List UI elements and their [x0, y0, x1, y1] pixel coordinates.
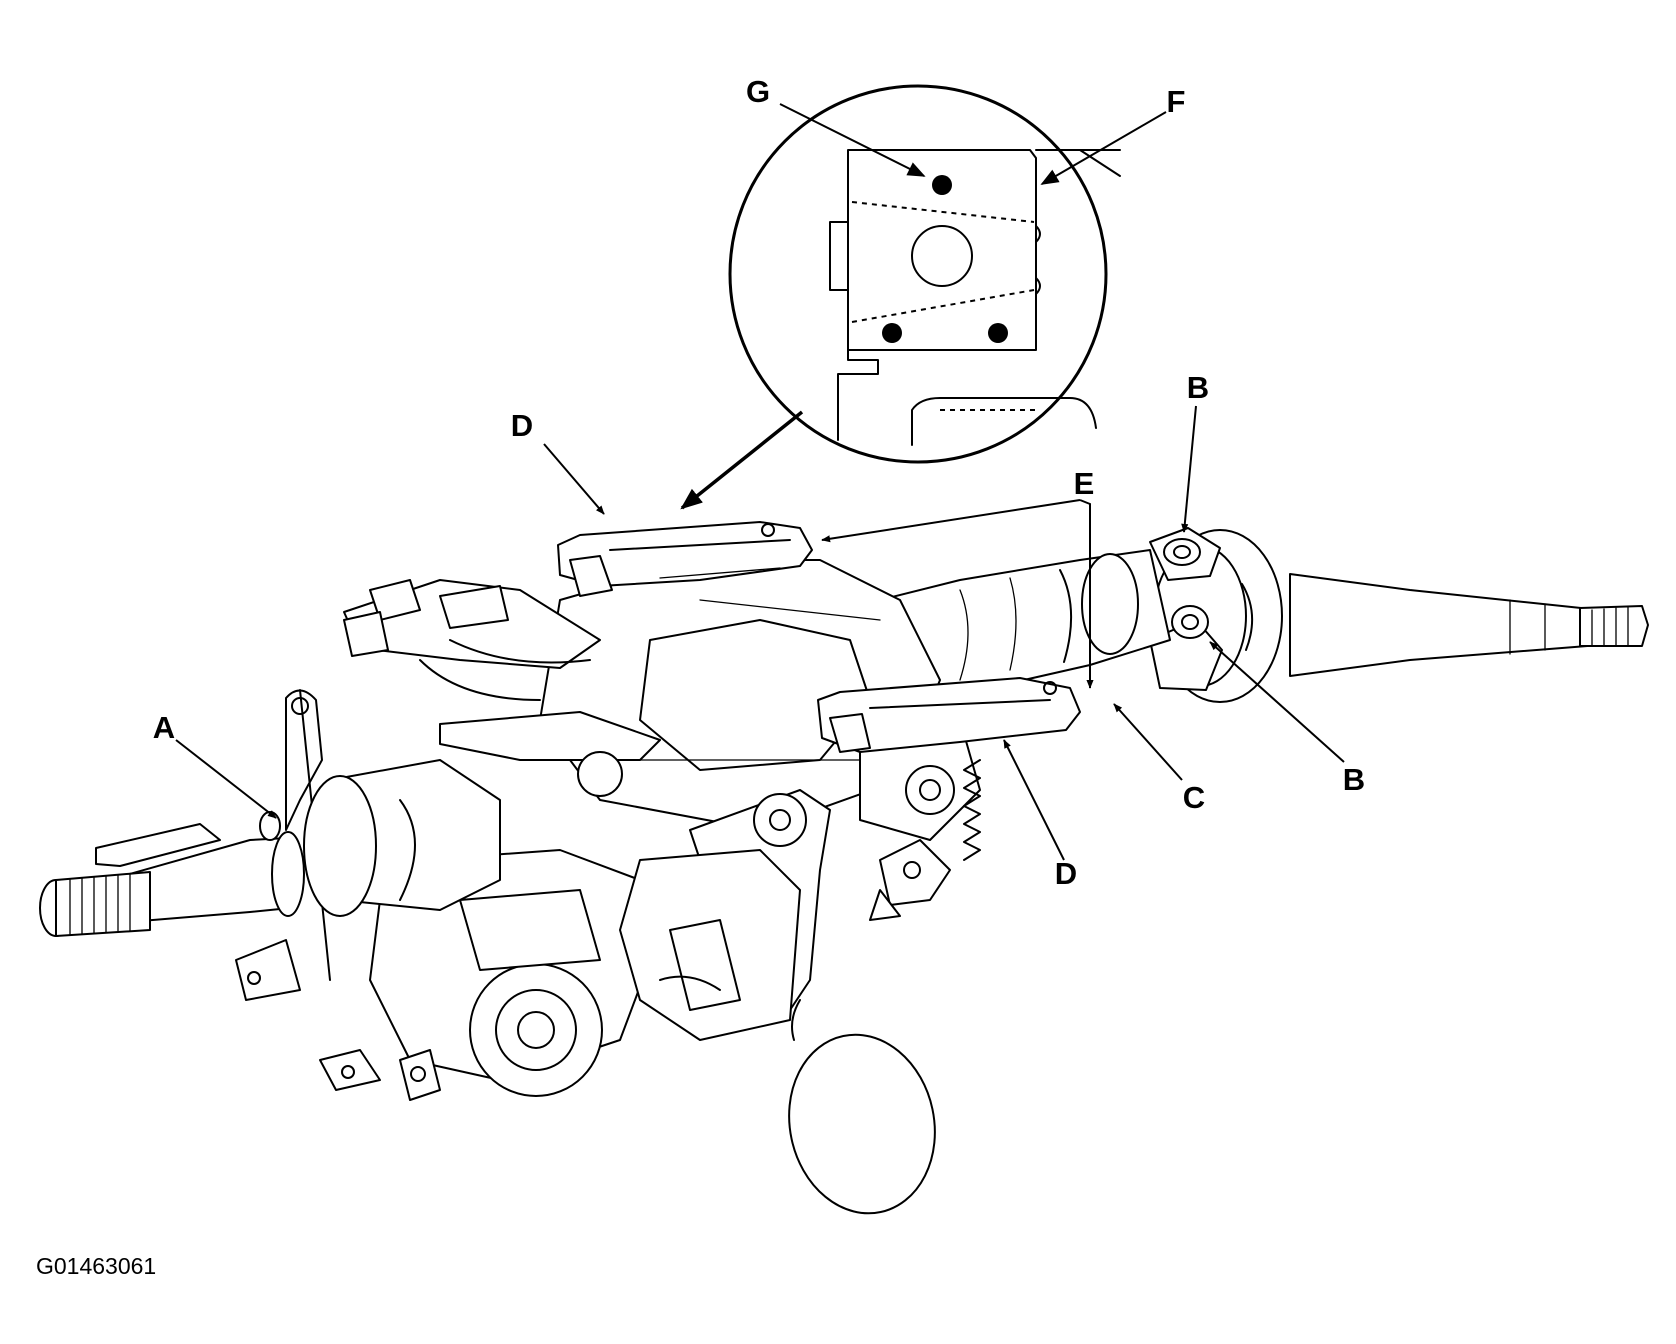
upper-bracket-right [817, 677, 1081, 753]
lower-housing [619, 849, 801, 1041]
wiring-connectors [343, 579, 601, 701]
universal-joint [1149, 527, 1283, 703]
inset-bracket [829, 149, 1121, 446]
callout-f: F [1167, 84, 1186, 119]
callout-e: E [1074, 466, 1095, 501]
callout-d-top: D [511, 408, 533, 443]
callout-a: A [153, 710, 175, 745]
leader-g [779, 103, 926, 177]
lower-shaft [39, 759, 501, 937]
figure-code: G01463061 [36, 1253, 156, 1279]
leader-c [1113, 703, 1183, 781]
leader-d-bottom [1003, 739, 1065, 861]
leader-b-top [1181, 405, 1197, 533]
callout-labels: G F D E B B C D A G01463061 [36, 74, 1365, 1279]
steering-column-assembly [39, 521, 1649, 1215]
leader-d-top [543, 443, 605, 515]
leader-lines [175, 103, 1345, 861]
column-body [539, 559, 981, 841]
bolt-hole-marker [882, 323, 902, 343]
column-shaft-housing [879, 549, 1171, 701]
leader-inset [680, 410, 804, 510]
leader-b-bottom [1209, 641, 1345, 763]
callout-d-bottom: D [1055, 856, 1077, 891]
callout-b-top: B [1187, 370, 1209, 405]
callout-c: C [1183, 780, 1205, 815]
detail-inset [728, 84, 1121, 464]
callout-b-bottom: B [1343, 762, 1365, 797]
leader-f [1040, 111, 1167, 185]
lower-bracket [235, 689, 381, 1091]
leader-a [175, 739, 277, 819]
upper-bracket-left [557, 521, 813, 597]
leader-e-upper [821, 499, 1081, 543]
bolt-hole-marker [988, 323, 1008, 343]
tension-spring [869, 759, 981, 921]
callout-g: G [746, 74, 770, 109]
intermediate-shaft [1289, 573, 1649, 677]
bolt-hole-marker [932, 175, 952, 195]
